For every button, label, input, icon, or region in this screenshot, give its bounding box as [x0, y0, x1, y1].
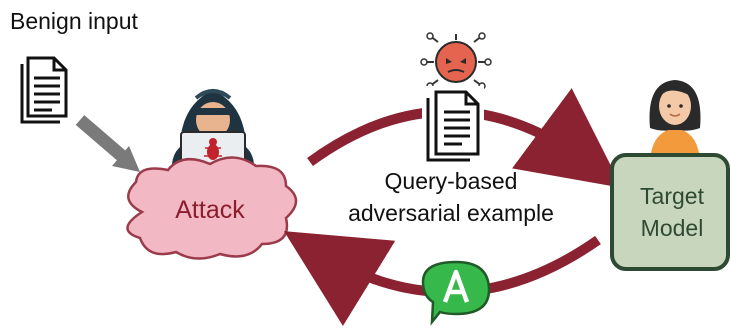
answer-bubble-icon	[421, 260, 491, 326]
target-model-box	[610, 153, 730, 271]
benign-document-icon	[20, 56, 68, 124]
attack-cloud	[126, 156, 298, 260]
benign-input-label: Benign input	[10, 8, 138, 34]
user-icon	[649, 80, 701, 160]
target-model-label-line2: Model	[640, 215, 704, 241]
virus-icon	[420, 32, 492, 90]
input-arrow-icon	[75, 115, 140, 172]
target-model-label-line1: Target	[640, 183, 704, 209]
query-label-line1: Query-based	[384, 168, 518, 194]
hacker-icon	[172, 89, 254, 169]
query-label-line2: adversarial example	[348, 200, 554, 226]
query-document-icon	[422, 86, 484, 162]
attack-label: Attack	[175, 196, 245, 224]
